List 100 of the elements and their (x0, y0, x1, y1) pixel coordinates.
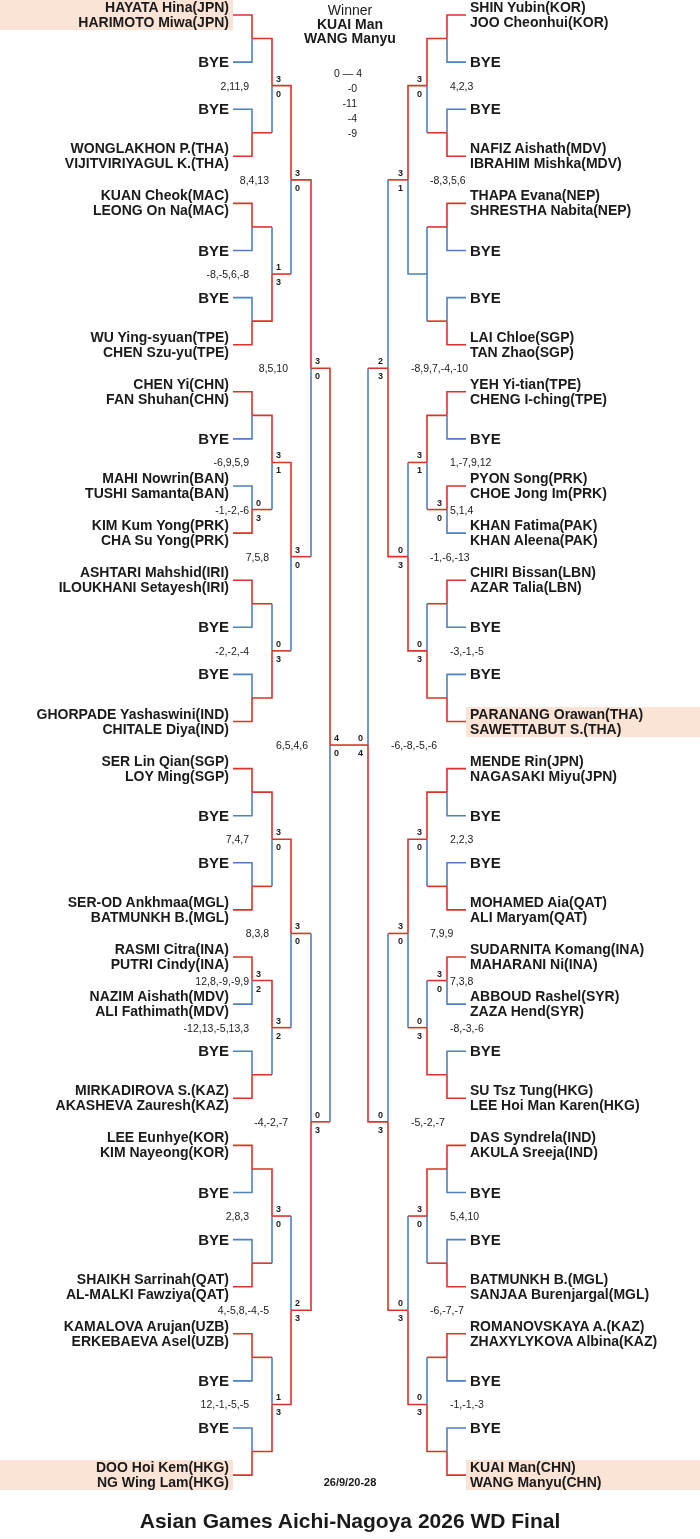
player-name: CHA Su Yong(PRK) (100, 533, 229, 549)
player-name: LEONG On Na(MAC) (92, 203, 229, 219)
match-score: 3 (417, 73, 422, 84)
player-name: NAGASAKI Miyu(JPN) (470, 768, 617, 784)
match-score: 0 (417, 1392, 422, 1403)
match-score: 0 (378, 1109, 383, 1120)
match-score: 3 (437, 968, 442, 979)
player-name: ZHAXYLYKOVA Albina(KAZ) (470, 1333, 658, 1349)
bye-label: BYE (198, 619, 229, 636)
player-name: HARIMOTO Miwa(JPN) (78, 15, 229, 30)
match-score: 2 (295, 1298, 300, 1309)
match-score: 3 (295, 921, 300, 932)
match-score: 3 (417, 450, 422, 461)
bye-label: BYE (470, 1043, 501, 1060)
player-name: ABBOUD Rashel(SYR) (470, 989, 620, 1005)
highlight-panel (466, 1460, 700, 1491)
match-score: 3 (378, 371, 383, 382)
match-score: 3 (437, 497, 442, 508)
match-score: 2 (378, 356, 383, 367)
bye-label: BYE (470, 242, 501, 259)
match-score: 1 (417, 465, 422, 476)
player-name: AZAR Talia(LBN) (470, 580, 582, 596)
player-name: ALI Maryam(QAT) (470, 909, 588, 925)
match-score: 3 (295, 1313, 300, 1324)
player-name: RASMI Citra(INA) (114, 942, 229, 957)
player-name: AKULA Sreeja(IND) (470, 1145, 598, 1161)
player-name: SER-OD Ankhmaa(MGL) (67, 894, 229, 910)
match-score: 0 (315, 1109, 320, 1120)
bye-label: BYE (470, 1231, 501, 1248)
match-score: 0 (256, 497, 261, 508)
match-score: 1 (276, 1392, 281, 1403)
player-name: JOO Cheonhui(KOR) (470, 15, 609, 30)
match-score: 3 (276, 1407, 281, 1418)
highlight-panel (0, 0, 233, 30)
bye-label: BYE (198, 666, 229, 683)
match-score: 3 (417, 1030, 422, 1041)
match-score: 3 (276, 1204, 281, 1215)
player-name: KIM Kum Yong(PRK) (91, 518, 229, 534)
player-name: KHAN Fatima(PAK) (470, 518, 598, 534)
bye-label: BYE (198, 242, 229, 259)
match-score: 3 (276, 450, 281, 461)
player-name: MAHI Nowrin(BAN) (102, 471, 229, 486)
match-score: 0 (398, 1298, 403, 1309)
game-scores: -1,-1,-3 (450, 1398, 484, 1411)
match-score: 3 (256, 512, 261, 523)
game-scores: 7,9,9 (430, 927, 454, 940)
player-name: SUDARNITA Komang(INA) (470, 942, 645, 957)
player-name: ZAZA Hend(SYR) (470, 1004, 584, 1020)
player-name: LEE Hoi Man Karen(HKG) (470, 1098, 640, 1114)
match-score: 2 (276, 1030, 281, 1041)
game-scores: 8,5,10 (258, 362, 288, 375)
game-scores: 8,4,13 (239, 173, 269, 186)
game-scores: 4,-5,8,-4,-5 (217, 1304, 269, 1317)
player-name: ASHTARI Mahshid(IRI) (79, 565, 229, 581)
game-score: -11 (342, 97, 357, 109)
match-score: 2 (256, 983, 261, 994)
match-score: 3 (417, 1204, 422, 1215)
player-name: WONGLAKHON P.(THA) (70, 141, 229, 157)
player-name: CHOE Jong Im(PRK) (470, 486, 607, 501)
bye-label: BYE (470, 666, 501, 683)
player-name: DOO Hoi Kem(HKG) (96, 1460, 229, 1476)
bye-label: BYE (470, 101, 501, 118)
player-name: ILOUKHANI Setayesh(IRI) (58, 580, 229, 596)
player-name: PYON Song(PRK) (470, 471, 588, 486)
match-score: 3 (398, 921, 403, 932)
player-name: SAWETTABUT S.(THA) (470, 721, 622, 737)
bye-label: BYE (470, 854, 501, 871)
bye-label: BYE (470, 1184, 501, 1201)
player-name: THAPA Evana(NEP) (470, 188, 600, 204)
match-score: 0 (276, 1219, 281, 1230)
game-scores: -2,-2,-4 (215, 644, 249, 657)
game-scores: 1,-7,9,12 (450, 456, 492, 469)
game-scores: -8,3,5,6 (430, 173, 466, 186)
player-name: TUSHI Samanta(BAN) (85, 486, 229, 501)
game-scores: 7,5,8 (245, 550, 269, 563)
game-scores: 8,3,8 (245, 927, 269, 940)
game-scores: -8,-5,6,-8 (206, 268, 249, 281)
match-score: 3 (276, 277, 281, 288)
match-score: 0 (398, 544, 403, 555)
match-score: 3 (256, 968, 261, 979)
winner-name: KUAI Man (316, 16, 384, 32)
match-score: 3 (276, 73, 281, 84)
player-name: BATMUNKH B.(MGL) (470, 1271, 609, 1287)
game-scores: 2,11,9 (220, 79, 249, 92)
player-name: SER Lin Qian(SGP) (101, 753, 229, 769)
player-name: MIRKADIROVA S.(KAZ) (75, 1083, 229, 1099)
game-scores: -4,-2,-7 (254, 1115, 288, 1128)
player-name: LAI Chloe(SGP) (470, 329, 575, 345)
bye-label: BYE (198, 1184, 229, 1201)
bye-label: BYE (198, 1372, 229, 1389)
player-name: AKASHEVA Zauresh(KAZ) (55, 1098, 229, 1114)
match-score: 3 (417, 653, 422, 664)
player-name: BATMUNKH B.(MGL) (90, 909, 229, 925)
bye-label: BYE (198, 807, 229, 824)
player-name: VIJITVIRIYAGUL K.(THA) (64, 156, 229, 172)
game-scores: 2,8,3 (225, 1210, 249, 1223)
final-score: 0 — 4 (334, 67, 362, 79)
match-score: 1 (276, 262, 281, 273)
player-name: ALI Fathimath(MDV) (95, 1004, 229, 1020)
player-name: PARANANG Orawan(THA) (470, 706, 644, 722)
